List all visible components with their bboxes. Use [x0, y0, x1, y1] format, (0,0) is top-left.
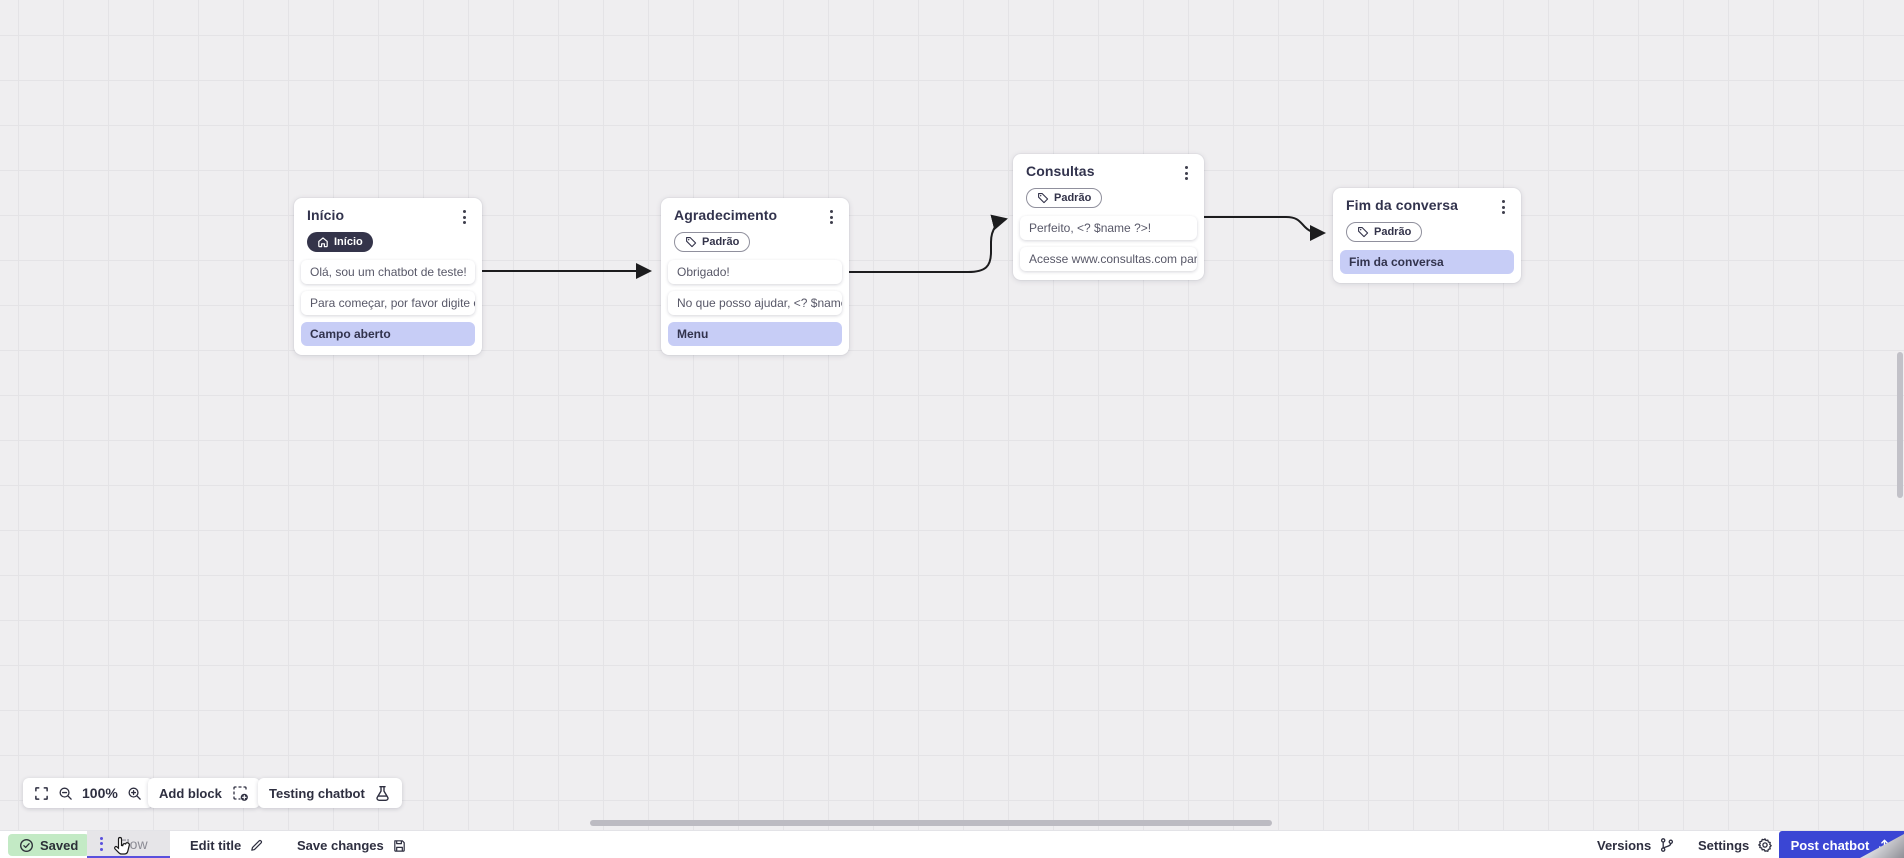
node-type-badge: Padrão	[1026, 188, 1103, 208]
fullscreen-icon[interactable]	[34, 786, 49, 801]
message-block[interactable]: Acesse www.consultas.com par...	[1020, 247, 1197, 271]
node-menu-icon[interactable]	[1181, 163, 1192, 183]
node-title: Início	[307, 207, 345, 223]
node-consultas[interactable]: Consultas Padrão Perfeito, <? $name ?>! …	[1013, 154, 1204, 280]
horizontal-scrollbar[interactable]	[590, 820, 1272, 826]
tag-icon	[1037, 192, 1049, 204]
zoom-in-icon[interactable]	[127, 786, 142, 801]
home-icon	[317, 236, 329, 248]
settings-label: Settings	[1698, 837, 1750, 853]
save-changes-button[interactable]: Save changes	[297, 831, 407, 858]
add-block-button[interactable]: Add block	[148, 778, 260, 808]
edit-title-button[interactable]: Edit title	[190, 831, 264, 858]
versions-label: Versions	[1597, 837, 1652, 853]
message-block[interactable]: Perfeito, <? $name ?>!	[1020, 216, 1197, 240]
message-block[interactable]: Obrigado!	[668, 260, 842, 284]
zoom-toolbar: 100%	[23, 778, 153, 808]
wire-agradecimento-consultas	[849, 214, 1008, 273]
saved-label: Saved	[40, 837, 79, 853]
end-block[interactable]: Fim da conversa	[1340, 250, 1514, 274]
node-menu-icon[interactable]	[826, 207, 837, 227]
node-type-badge: Padrão	[674, 232, 751, 252]
flow-label: Flow	[118, 835, 148, 852]
wire-consultas-fim	[1204, 216, 1326, 241]
node-title: Agradecimento	[674, 207, 778, 223]
node-menu-icon[interactable]	[1498, 197, 1509, 217]
testing-chatbot-label: Testing chatbot	[269, 785, 365, 801]
message-block[interactable]: Para começar, por favor digite o ...	[301, 291, 475, 315]
node-type-badge: Início	[307, 232, 373, 252]
zoom-out-icon[interactable]	[58, 786, 73, 801]
node-inicio[interactable]: Início Início Olá, sou um chatbot de tes…	[294, 198, 482, 355]
versions-button[interactable]: Versions	[1597, 831, 1675, 858]
branch-icon	[1659, 837, 1675, 853]
status-bar: Saved Flow Edit title Save changes Versi…	[0, 830, 1904, 858]
tab-flow[interactable]: Flow	[87, 831, 170, 858]
post-chatbot-label: Post chatbot	[1790, 837, 1870, 853]
message-block[interactable]: Olá, sou um chatbot de teste!	[301, 260, 475, 284]
check-circle-icon	[19, 838, 34, 853]
saved-status-badge: Saved	[8, 834, 90, 856]
message-block[interactable]: No que posso ajudar, <? $name ...	[668, 291, 842, 315]
input-block[interactable]: Campo aberto	[301, 322, 475, 346]
tag-icon	[1357, 226, 1369, 238]
menu-block[interactable]: Menu	[668, 322, 842, 346]
tag-icon	[685, 236, 697, 248]
flow-menu-icon[interactable]	[96, 834, 107, 854]
pencil-icon	[249, 838, 264, 853]
node-fim-da-conversa[interactable]: Fim da conversa Padrão Fim da conversa	[1333, 188, 1521, 283]
testing-chatbot-button[interactable]: Testing chatbot	[258, 778, 402, 808]
save-changes-label: Save changes	[297, 837, 384, 853]
node-title: Fim da conversa	[1346, 197, 1458, 213]
flask-icon	[374, 785, 391, 802]
node-type-badge: Padrão	[1346, 222, 1423, 242]
save-icon	[392, 838, 407, 853]
node-agradecimento[interactable]: Agradecimento Padrão Obrigado! No que po…	[661, 198, 849, 355]
node-menu-icon[interactable]	[459, 207, 470, 227]
settings-button[interactable]: Settings	[1698, 831, 1773, 858]
gear-icon	[1757, 837, 1773, 853]
flow-canvas[interactable]: Início Início Olá, sou um chatbot de tes…	[0, 0, 1904, 830]
add-block-label: Add block	[159, 785, 222, 801]
vertical-scrollbar[interactable]	[1897, 352, 1903, 498]
post-chatbot-button[interactable]: Post chatbot	[1779, 831, 1904, 858]
edit-title-label: Edit title	[190, 837, 242, 853]
add-block-icon	[231, 784, 249, 802]
node-title: Consultas	[1026, 163, 1095, 179]
zoom-level: 100%	[82, 785, 118, 801]
